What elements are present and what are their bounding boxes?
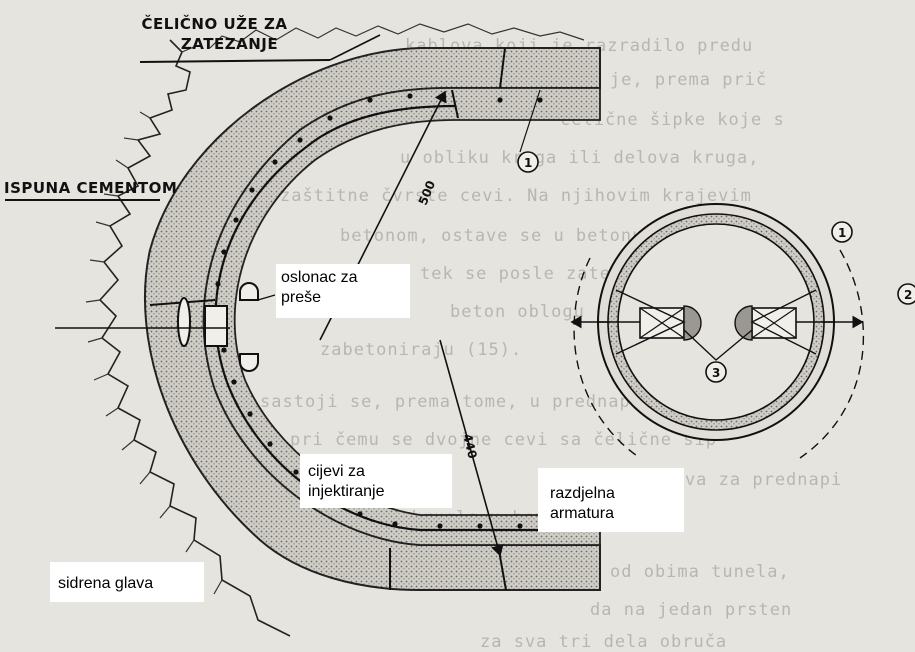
dimension-label-440: 440 <box>460 432 480 460</box>
bg-line: da na jedan prsten <box>590 600 793 620</box>
jack-left-cross <box>639 307 685 339</box>
small-section-diagram: 1 2 3 <box>570 203 915 459</box>
annotation-cijevi-line2: injektiranje <box>308 483 385 500</box>
small-marker-circle-1 <box>831 221 853 243</box>
marker-label-1: 1 <box>524 156 532 170</box>
dimension-line-440 <box>439 339 504 557</box>
annotation-razdjelna: razdjelna armatura <box>538 468 684 532</box>
tension-lines <box>598 289 834 361</box>
marker-label-3: 3 <box>712 366 720 380</box>
annotation-oslonac: oslonac za preše <box>276 264 410 318</box>
marker-circle-2 <box>897 283 915 305</box>
label-celicno-line1: ČELIČNO UŽE ZA <box>141 15 288 33</box>
jack-right-head <box>734 305 753 341</box>
bg-line: od obima tunela, <box>610 562 790 582</box>
bg-line: zabetoniraju (15). <box>320 340 523 360</box>
jack-right-cross <box>751 307 797 339</box>
bg-line: pri čemu se dvojne cevi sa čelične šip <box>290 430 717 450</box>
annotation-razdjelna-line2: armatura <box>550 505 615 522</box>
label-celicno-uze: ČELIČNO UŽE ZA ZATEZANJE <box>132 14 297 54</box>
jack-support <box>177 282 259 372</box>
marker-label-2: 2 <box>904 288 912 302</box>
jack-left-head <box>683 305 702 341</box>
leader-celicno <box>139 59 331 63</box>
dimension-label-500: 500 <box>416 179 438 207</box>
dimension-value-500: 500 <box>416 179 438 207</box>
bg-line: čelične šipke koje s <box>560 110 785 130</box>
label-ispuna-cementom: ISPUNA CEMENTOM <box>4 179 178 197</box>
rock-cracks <box>85 23 585 595</box>
annotation-cijevi: cijevi za injektiranje <box>300 454 452 508</box>
leader-celicno-b <box>329 34 381 61</box>
marker-circle-1 <box>517 151 539 173</box>
bg-line: beton oblogu izme <box>450 302 641 322</box>
annotation-oslonac-line1: oslonac za <box>281 269 358 286</box>
bg-line: sastoji se, prema tome, u prednaprezanju… <box>260 392 732 412</box>
annotation-cijevi-line1: cijevi za <box>308 463 365 480</box>
annotation-razdjelna-line1: razdjelna <box>550 485 615 502</box>
annotation-oslonac-line2: preše <box>281 289 322 306</box>
label-celicno-line2: ZATEZANJE <box>180 35 279 53</box>
leader-1 <box>519 89 541 153</box>
bg-line: zaštitne čvrste cevi. Na njihovim krajev… <box>280 186 752 206</box>
small-marker-label-1: 1 <box>838 226 846 240</box>
marker-circle-3 <box>705 361 727 383</box>
small-section-dashed-ring <box>573 249 864 459</box>
bg-line: u obliku kruga ili delova kruga, <box>400 148 760 168</box>
dimension-value-440: 440 <box>460 432 480 460</box>
leader-oslonac <box>257 294 276 301</box>
annotation-sidrena: sidrena glava <box>50 562 204 602</box>
bg-line: naziva za prednapi <box>640 470 843 490</box>
